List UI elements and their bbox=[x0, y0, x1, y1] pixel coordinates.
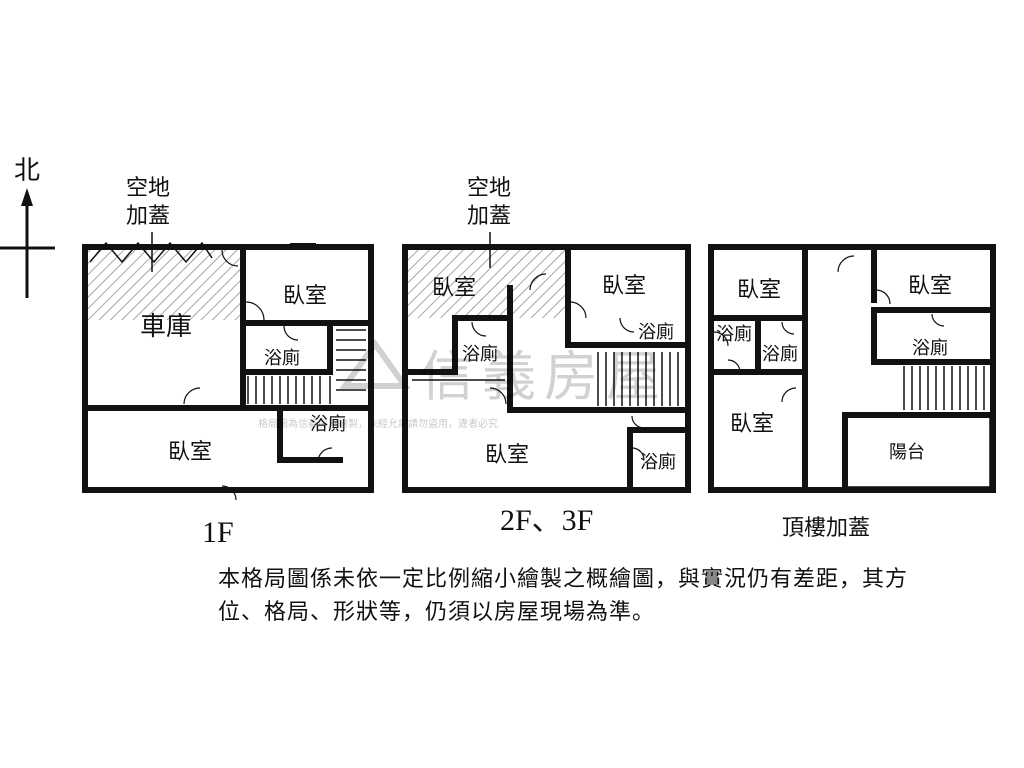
f1-bedroom-ne-label: 臥室 bbox=[283, 284, 328, 309]
floor-1f-plan bbox=[82, 232, 374, 501]
f2-bedroom-ne-label: 臥室 bbox=[602, 274, 647, 299]
f1-annex-line2: 加蓋 bbox=[126, 204, 171, 229]
f1-garage-label: 車庫 bbox=[140, 312, 193, 342]
roof-bath-ne-label: 浴廁 bbox=[912, 338, 948, 359]
f1-annex-line1: 空地 bbox=[126, 176, 171, 201]
f2-bedroom-s-label: 臥室 bbox=[485, 443, 530, 468]
floor-2f-3f-plan bbox=[402, 232, 691, 493]
f2-title: 2F、3F bbox=[500, 504, 594, 537]
roof-title: 頂樓加蓋 bbox=[782, 516, 871, 541]
roof-bath-mid-label: 浴廁 bbox=[762, 344, 798, 365]
north-label: 北 bbox=[14, 156, 41, 186]
watermark-notice: 格局圖為信義房屋繪製，未經允許請勿盜用，違者必究 bbox=[258, 419, 498, 430]
f2-bedroom-nw-label: 臥室 bbox=[432, 276, 477, 301]
f2-bath-nw-label: 浴廁 bbox=[462, 344, 498, 365]
f2-annex-line2: 加蓋 bbox=[467, 204, 512, 229]
roof-bedroom-nw-label: 臥室 bbox=[737, 278, 782, 303]
f1-bath-mid-label: 浴廁 bbox=[264, 348, 300, 369]
roof-balcony-label: 陽台 bbox=[889, 442, 925, 463]
f2-bath-ne-label: 浴廁 bbox=[638, 322, 674, 343]
disclaimer-note: 本格局圖係未依一定比例縮小繪製之概繪圖，與實況仍有差距，其方位、格局、形狀等，仍… bbox=[218, 567, 909, 625]
floor-roof-plan bbox=[708, 244, 996, 493]
north-arrow-icon bbox=[0, 188, 55, 298]
roof-bedroom-w-label: 臥室 bbox=[730, 412, 775, 437]
f1-bath-se-label: 浴廁 bbox=[310, 414, 346, 435]
f1-bedroom-s-label: 臥室 bbox=[168, 440, 213, 465]
roof-bath-w-label: 浴廁 bbox=[716, 324, 752, 345]
brand-watermark: 信義房屋 bbox=[420, 345, 668, 408]
f2-bath-se-label: 浴廁 bbox=[640, 452, 676, 473]
f1-title: 1F bbox=[202, 516, 234, 549]
f2-annex-line1: 空地 bbox=[467, 176, 512, 201]
roof-bedroom-ne-label: 臥室 bbox=[908, 274, 953, 299]
